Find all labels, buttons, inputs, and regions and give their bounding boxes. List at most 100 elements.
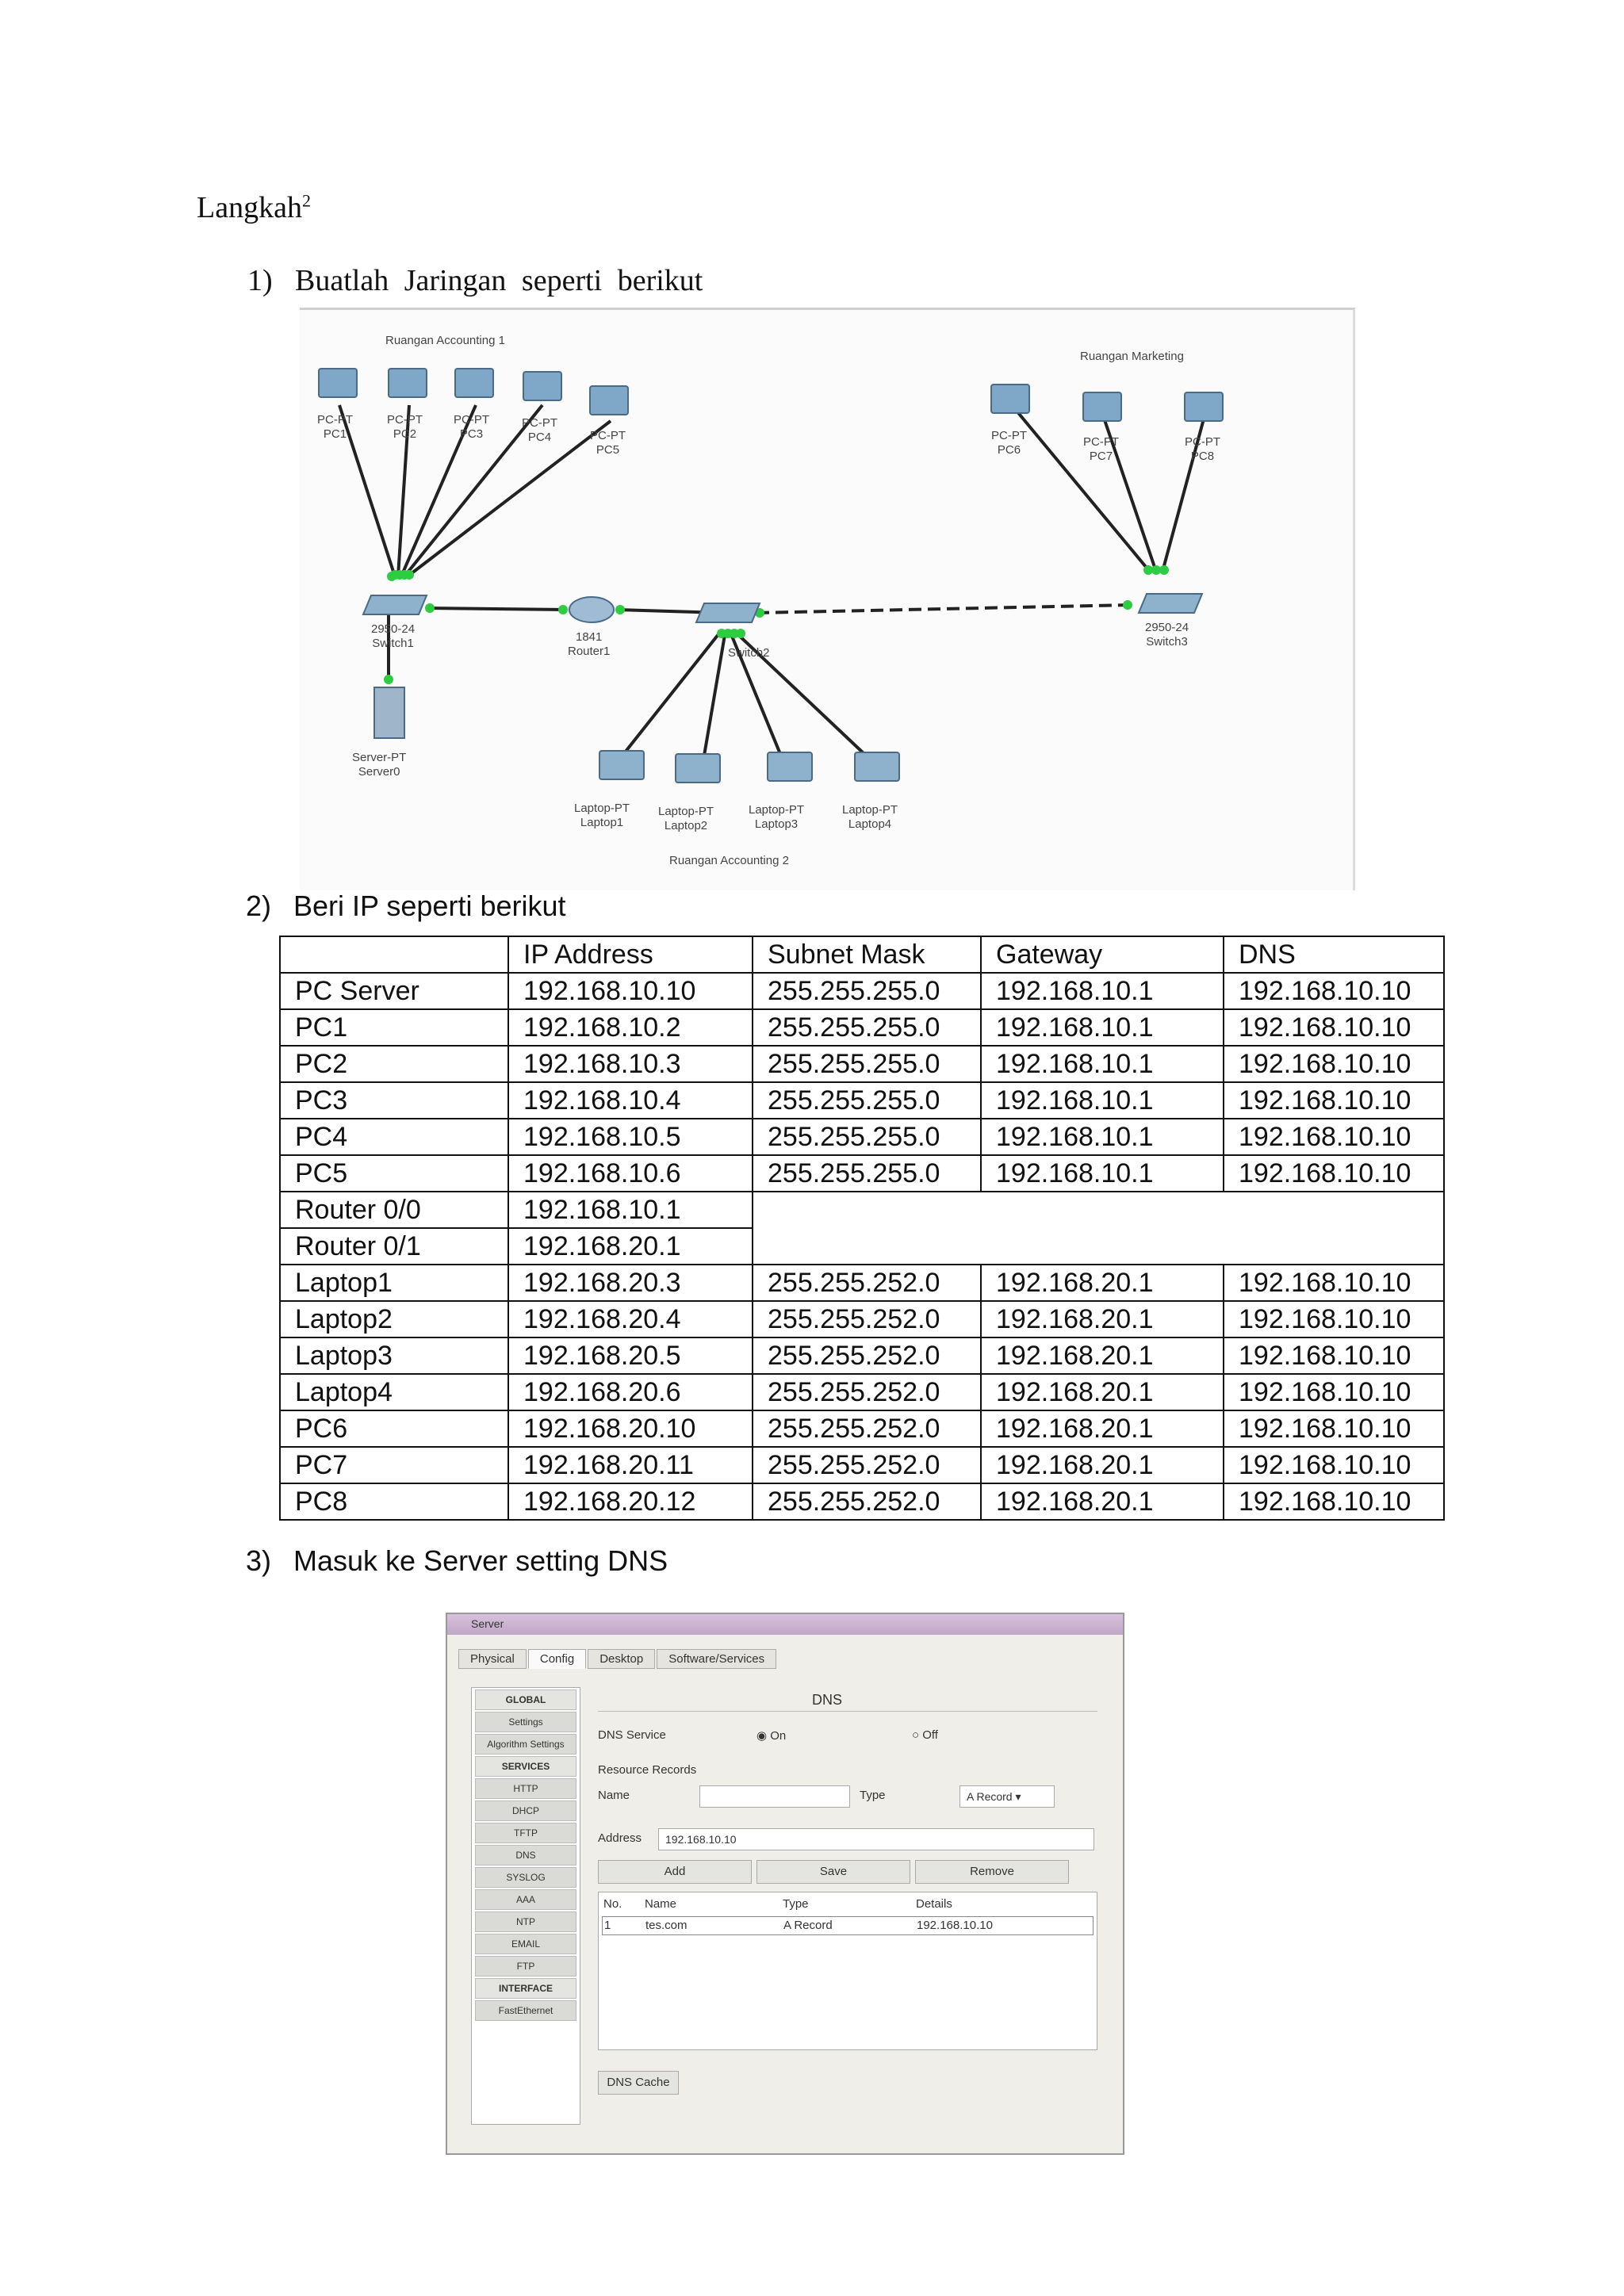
table-cell: 192.168.10.10	[1223, 1410, 1445, 1448]
table-cell: 255.255.255.0	[752, 1118, 982, 1156]
remove-button[interactable]: Remove	[915, 1860, 1069, 1884]
records-table: No. Name Type Details 1 tes.com A Record…	[598, 1892, 1097, 2050]
tab-software-services[interactable]: Software/Services	[657, 1649, 777, 1669]
name-input[interactable]	[699, 1785, 850, 1808]
sidebar-item[interactable]: Algorithm Settings	[475, 1734, 576, 1755]
sidebar-item[interactable]: AAA	[475, 1889, 576, 1910]
table-cell: 192.168.10.2	[508, 1008, 753, 1047]
table-cell: Laptop3	[279, 1337, 509, 1375]
sidebar-item[interactable]: EMAIL	[475, 1934, 576, 1954]
table-cell: 192.168.10.10	[1223, 1264, 1445, 1302]
table-cell: 192.168.20.5	[508, 1337, 753, 1375]
table-cell: 192.168.20.1	[980, 1410, 1224, 1448]
table-cell: Laptop4	[279, 1373, 509, 1411]
sidebar-item[interactable]: SYSLOG	[475, 1867, 576, 1888]
table-cell: 192.168.10.10	[1223, 1337, 1445, 1375]
address-input[interactable]: 192.168.10.10	[658, 1828, 1094, 1850]
table-cell: 192.168.20.1	[508, 1227, 753, 1265]
column-header: Name	[645, 1897, 677, 1911]
sidebar-item[interactable]: DHCP	[475, 1800, 576, 1821]
column-header: Details	[916, 1897, 952, 1911]
dns-on-radio[interactable]: ◉ On	[756, 1729, 787, 1743]
table-cell: PC1	[279, 1008, 509, 1047]
tab-desktop[interactable]: Desktop	[588, 1649, 656, 1669]
column-header: No.	[603, 1897, 622, 1911]
step-1: 1)Buatlah Jaringan seperti berikut	[247, 264, 703, 297]
table-cell: 192.168.20.1	[980, 1446, 1224, 1484]
sidebar-item[interactable]: FTP	[475, 1956, 576, 1976]
address-label: Address	[598, 1831, 642, 1845]
column-header: DNS	[1223, 936, 1445, 974]
room-label: Ruangan Accounting 2	[669, 854, 789, 867]
table-cell: 255.255.252.0	[752, 1410, 982, 1448]
table-cell: Laptop1	[279, 1264, 509, 1302]
table-cell: Laptop2	[279, 1300, 509, 1338]
table-cell: PC6	[279, 1410, 509, 1448]
save-button[interactable]: Save	[756, 1860, 910, 1884]
table-cell: 192.168.20.10	[508, 1410, 753, 1448]
room-label: Ruangan Marketing	[1080, 350, 1184, 363]
table-cell: 192.168.10.10	[1223, 1446, 1445, 1484]
tab-physical[interactable]: Physical	[458, 1649, 527, 1669]
table-cell: 192.168.10.1	[980, 972, 1224, 1010]
sidebar-item: GLOBAL	[475, 1689, 576, 1710]
column-header: Subnet Mask	[752, 936, 982, 974]
table-cell: 192.168.10.10	[1223, 1154, 1445, 1192]
table-cell: 192.168.10.10	[508, 972, 753, 1010]
page-heading: Langkah2	[197, 190, 311, 224]
table-cell: 192.168.20.11	[508, 1446, 753, 1484]
table-cell: 192.168.10.4	[508, 1081, 753, 1119]
table-row[interactable]: 1 tes.com A Record 192.168.10.10	[602, 1916, 1094, 1935]
sidebar-item: INTERFACE	[475, 1978, 576, 1999]
resource-records-label: Resource Records	[598, 1763, 697, 1777]
dns-off-radio[interactable]: ○ Off	[912, 1728, 938, 1742]
add-button[interactable]: Add	[598, 1860, 752, 1884]
table-cell: 192.168.20.1	[980, 1483, 1224, 1521]
sidebar-item[interactable]: HTTP	[475, 1778, 576, 1799]
table-cell: 192.168.20.1	[980, 1264, 1224, 1302]
sidebar-item[interactable]: Settings	[475, 1712, 576, 1732]
sidebar-item[interactable]: TFTP	[475, 1823, 576, 1843]
dns-cache-button[interactable]: DNS Cache	[598, 2071, 679, 2095]
table-cell: PC8	[279, 1483, 509, 1521]
sidebar-item[interactable]: DNS	[475, 1845, 576, 1866]
sidebar-item[interactable]: FastEthernet	[475, 2000, 576, 2021]
table-cell: 192.168.20.6	[508, 1373, 753, 1411]
type-select[interactable]: A Record ▾	[959, 1785, 1055, 1808]
table-cell: PC Server	[279, 972, 509, 1010]
table-cell: 192.168.10.1	[980, 1081, 1224, 1119]
column-header: Type	[783, 1897, 809, 1911]
table-cell: 255.255.252.0	[752, 1446, 982, 1484]
table-cell: 192.168.10.1	[508, 1191, 753, 1229]
dns-service-label: DNS Service	[598, 1728, 666, 1742]
device-label: Switch2	[728, 646, 770, 660]
tab-config[interactable]: Config	[527, 1649, 587, 1669]
merged-cell	[752, 1191, 1445, 1265]
window-titlebar: Server	[447, 1614, 1123, 1635]
table-cell: 192.168.10.3	[508, 1045, 753, 1083]
sidebar-item[interactable]: NTP	[475, 1911, 576, 1932]
table-cell: Router 0/1	[279, 1227, 509, 1265]
table-cell: 192.168.10.1	[980, 1118, 1224, 1156]
type-label: Type	[860, 1789, 886, 1802]
step-3: 3)Masuk ke Server setting DNS	[246, 1544, 668, 1577]
table-cell: 192.168.10.1	[980, 1154, 1224, 1192]
table-cell: 192.168.10.10	[1223, 972, 1445, 1010]
table-cell: PC4	[279, 1118, 509, 1156]
table-cell: 255.255.255.0	[752, 1045, 982, 1083]
